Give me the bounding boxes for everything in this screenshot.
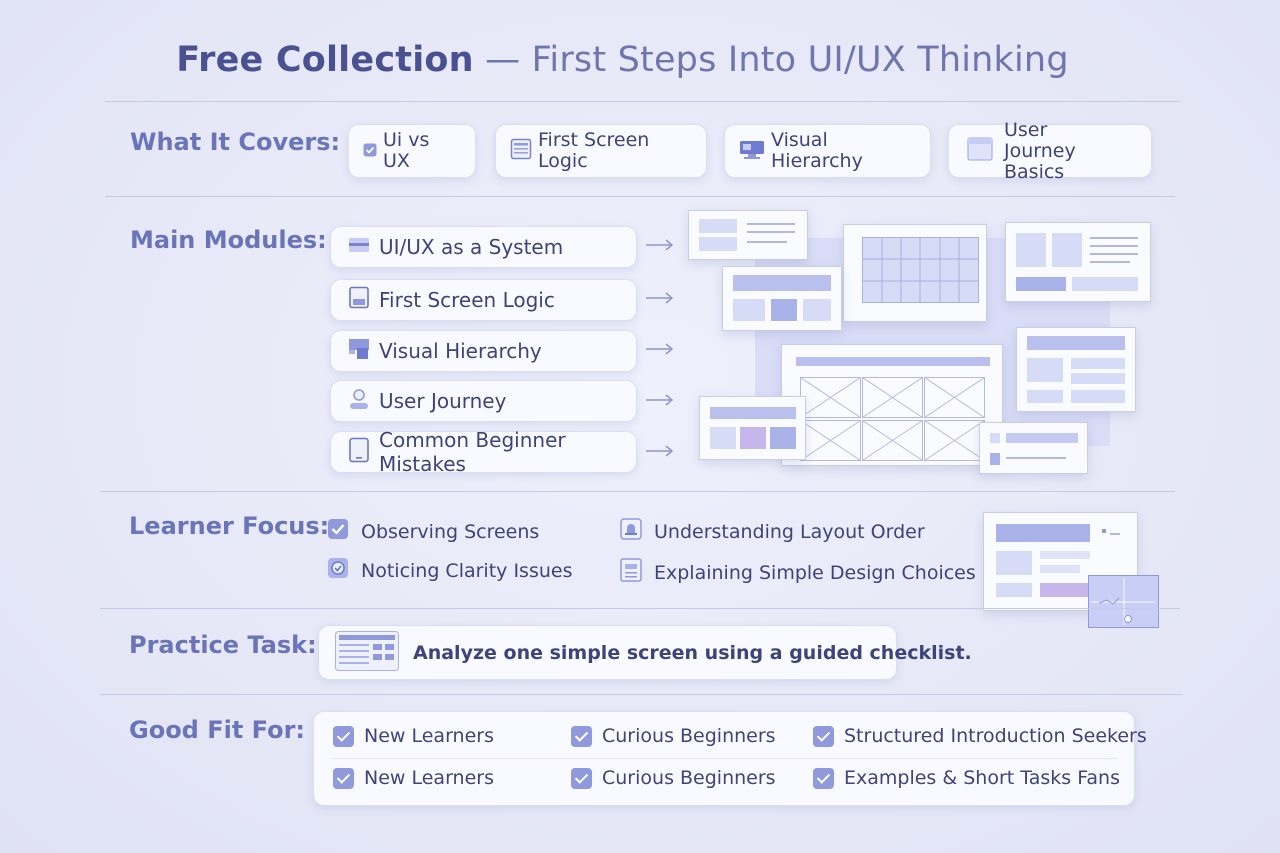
fit-label: Good Fit For:: [129, 716, 306, 744]
covers-chip-first-screen-logic[interactable]: First Screen Logic: [495, 124, 707, 178]
focus-item-label: Understanding Layout Order: [654, 520, 925, 543]
check-icon: [327, 518, 349, 545]
wireframe-mockup: [781, 344, 1003, 466]
wireframe-grid-icon: [800, 377, 985, 461]
fit-item-label: Curious Beginners: [602, 767, 776, 789]
covers-chip-user-journey-basics[interactable]: User Journey Basics: [948, 119, 1152, 182]
divider: [100, 608, 1180, 609]
module-visual-hierarchy[interactable]: Visual Hierarchy: [330, 330, 637, 372]
bell-icon: [620, 518, 642, 545]
checkbox-icon: [333, 767, 354, 789]
covers-chip-label: First Screen Logic: [538, 129, 650, 172]
modules-label: Main Modules:: [130, 226, 327, 254]
fit-item: Examples & Short Tasks Fans: [813, 767, 1120, 789]
module-user-journey[interactable]: User Journey: [330, 380, 637, 422]
focus-explaining-design-choices: Explaining Simple Design Choices: [620, 558, 976, 587]
table-grid-icon: [862, 237, 979, 303]
task-card[interactable]: Analyze one simple screen using a guided…: [318, 625, 972, 680]
divider: [105, 101, 1180, 102]
user-icon: [348, 388, 370, 415]
module-ui-ux-system[interactable]: UI/UX as a System: [330, 226, 637, 268]
focus-label: Learner Focus:: [129, 512, 330, 540]
fit-item: New Learners: [333, 725, 494, 747]
covers-chip-label: User Journey Basics: [1004, 118, 1076, 183]
covers-chip-label: Ui vs UX: [383, 129, 430, 172]
task-label: Practice Task:: [129, 631, 317, 659]
card-mockup: [979, 422, 1088, 474]
fit-item: New Learners: [333, 767, 494, 789]
divider: [105, 196, 1175, 197]
fit-item-label: New Learners: [364, 767, 494, 789]
target-icon: [327, 557, 349, 584]
divider: [100, 491, 1175, 492]
divider: [100, 694, 1182, 695]
module-label: Visual Hierarchy: [379, 339, 542, 363]
arrow-right-icon: [646, 343, 674, 355]
module-label: UI/UX as a System: [379, 235, 564, 259]
cursor-icon: [1091, 578, 1155, 625]
fit-item-label: Curious Beginners: [602, 725, 776, 747]
covers-chip-label: Visual Hierarchy: [771, 129, 863, 172]
card-mockup: [1005, 222, 1151, 302]
card-mockup: [1016, 327, 1136, 412]
arrow-right-icon: [646, 239, 674, 251]
fit-item-label: New Learners: [364, 725, 494, 747]
checkbox-icon: [363, 141, 377, 162]
fit-item-label: Structured Introduction Seekers: [844, 725, 1147, 747]
covers-label: What It Covers:: [130, 128, 341, 156]
fit-item: Curious Beginners: [571, 767, 776, 789]
checkbox-icon: [813, 767, 834, 789]
system-icon: [348, 235, 370, 260]
fit-item-label: Examples & Short Tasks Fans: [844, 767, 1120, 789]
monitor-icon: [739, 138, 765, 165]
tablet-icon: [348, 437, 370, 468]
page-title: Free Collection — First Steps Into UI/UX…: [0, 40, 1245, 80]
layout-mockup: [983, 512, 1138, 611]
card-mockup: [688, 210, 808, 260]
module-label: Common Beginner Mistakes: [379, 428, 566, 476]
arrow-right-icon: [646, 445, 674, 457]
divider: [332, 758, 1118, 759]
module-common-beginner-mistakes[interactable]: Common Beginner Mistakes: [330, 428, 637, 476]
fit-item: Curious Beginners: [571, 725, 776, 747]
covers-chip-ui-vs-ux[interactable]: Ui vs UX: [348, 124, 476, 178]
module-first-screen-logic[interactable]: First Screen Logic: [330, 279, 637, 321]
screen-icon: [510, 138, 532, 165]
arrow-right-icon: [646, 394, 674, 406]
card-mockup: [722, 266, 842, 331]
module-label: User Journey: [379, 389, 507, 413]
table-mockup: [843, 224, 987, 322]
fit-item: Structured Introduction Seekers: [813, 725, 1147, 747]
arrow-right-icon: [646, 292, 674, 304]
document-icon: [620, 558, 642, 587]
focus-item-label: Observing Screens: [361, 520, 540, 543]
card-mockup: [699, 396, 806, 460]
title-main: Free Collection: [176, 40, 474, 80]
checkbox-icon: [571, 767, 592, 789]
checklist-icon: [335, 630, 399, 675]
module-label: First Screen Logic: [379, 288, 555, 312]
fit-card: [313, 711, 1135, 806]
task-text: Analyze one simple screen using a guided…: [413, 641, 972, 664]
checkbox-icon: [571, 725, 592, 747]
focus-noticing-clarity-issues: Noticing Clarity Issues: [327, 557, 572, 584]
cursor-panel: [1088, 575, 1159, 628]
checkbox-icon: [333, 725, 354, 747]
window-icon: [967, 136, 993, 166]
covers-chip-visual-hierarchy[interactable]: Visual Hierarchy: [724, 124, 931, 178]
focus-item-label: Noticing Clarity Issues: [361, 559, 573, 582]
focus-item-label: Explaining Simple Design Choices: [654, 561, 976, 584]
screen-icon: [348, 286, 370, 315]
hierarchy-icon: [348, 338, 370, 365]
focus-understanding-layout-order: Understanding Layout Order: [620, 518, 925, 545]
focus-observing-screens: Observing Screens: [327, 518, 539, 545]
title-subtitle: — First Steps Into UI/UX Thinking: [485, 40, 1069, 80]
checkbox-icon: [813, 725, 834, 747]
